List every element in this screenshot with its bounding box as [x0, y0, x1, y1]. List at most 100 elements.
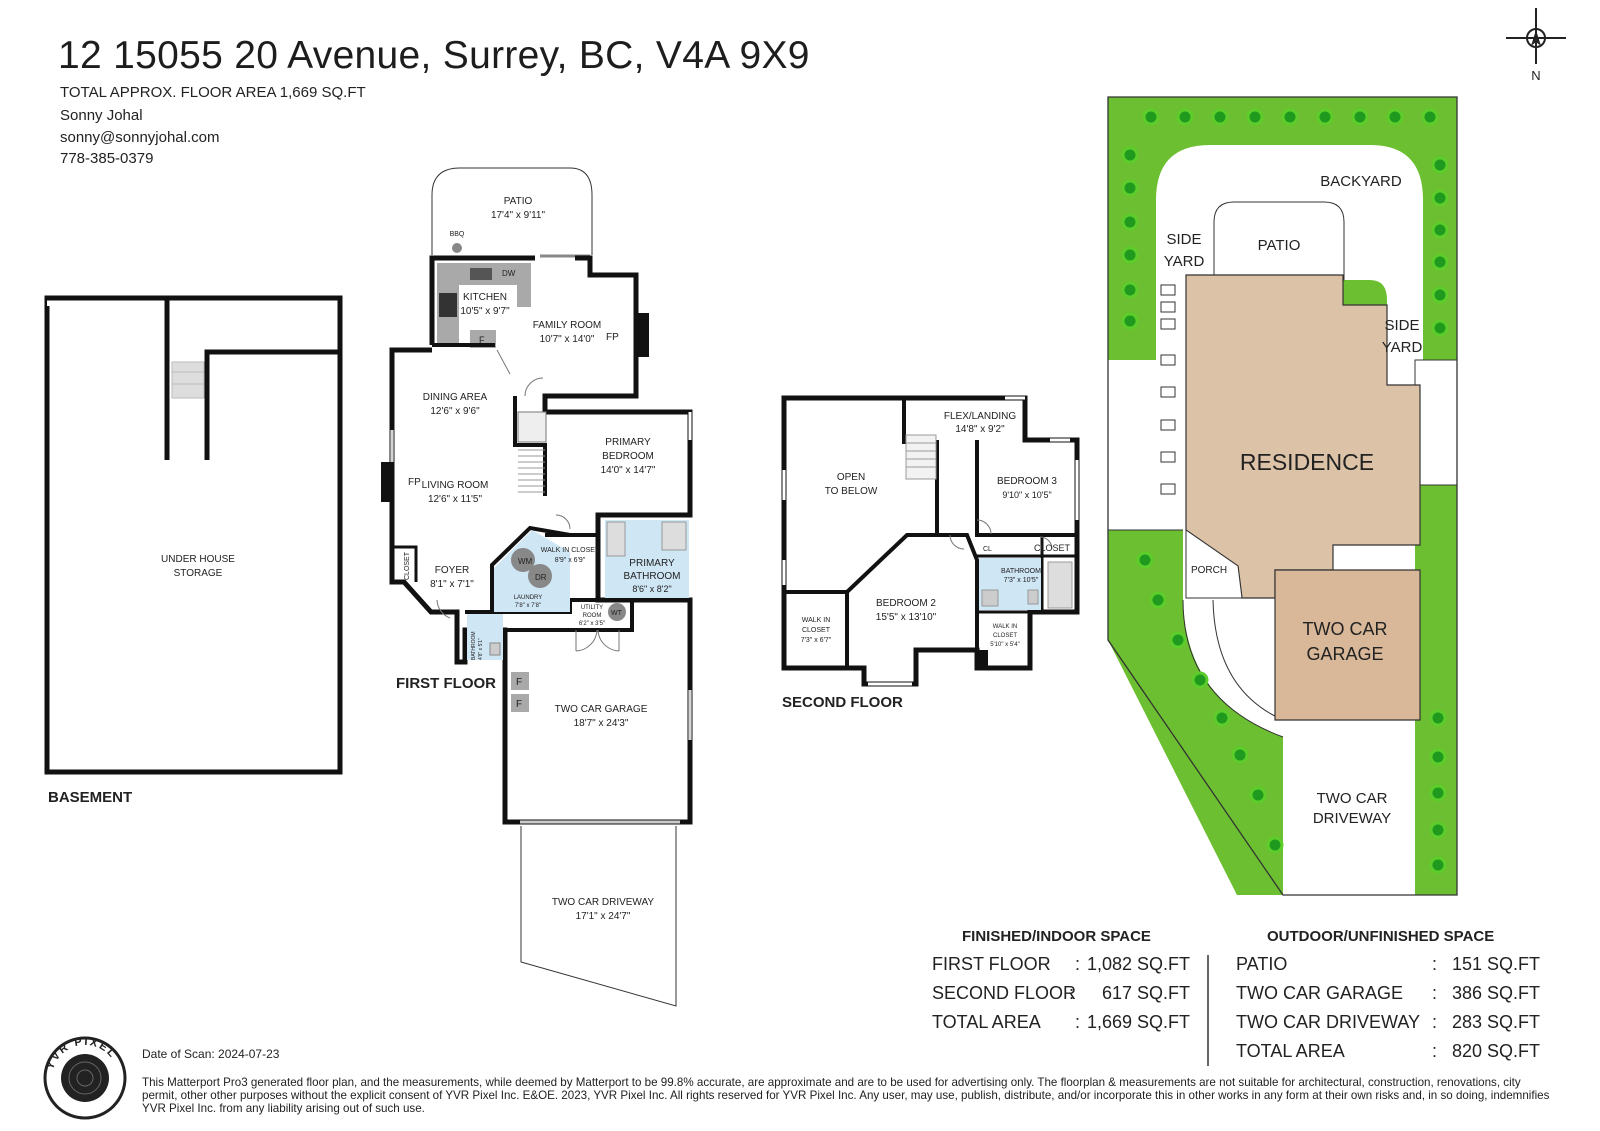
tree-icon	[1169, 631, 1187, 649]
walk-in-left-dims: 7'3" x 6'7"	[801, 637, 832, 644]
tree-icon	[1121, 312, 1139, 330]
finished-row-sep: :	[1075, 954, 1081, 974]
tree-icon	[1231, 746, 1249, 764]
outdoor-row-sep: :	[1432, 983, 1438, 1003]
date-of-scan: Date of Scan: 2024-07-23	[142, 1047, 280, 1061]
primary-bedroom-dims: 14'0" x 14'7"	[601, 465, 656, 476]
finished-space-heading: FINISHED/INDOOR SPACE	[962, 928, 1151, 945]
freezer-1-label: F	[516, 677, 522, 688]
tree-icon	[1211, 108, 1229, 126]
walk-in-closet-name: WALK IN CLOSET	[541, 547, 600, 554]
patio-dims: 17'4" x 9'11"	[491, 210, 546, 221]
utility-dims: 6'2" x 3'5"	[579, 621, 605, 627]
outdoor-row-value: 151 SQ.FT	[1452, 954, 1541, 974]
patio-name: PATIO	[504, 196, 533, 207]
freezer-icon-2	[511, 694, 529, 712]
open-below-name2: TO BELOW	[825, 486, 878, 497]
dr-label: DR	[535, 573, 547, 582]
toilet-icon	[489, 642, 501, 656]
side-yard-right-line2: YARD	[1382, 339, 1423, 356]
dw-label: DW	[502, 269, 516, 278]
tree-icon	[1351, 108, 1369, 126]
closet-label: CLOSET	[404, 551, 411, 580]
primary-bath-dims: 8'6" x 8'2"	[632, 584, 671, 594]
laundry-name: LAUNDRY	[514, 595, 543, 601]
tree-icon	[1431, 221, 1449, 239]
site-patio-label: PATIO	[1258, 237, 1301, 254]
tree-icon	[1213, 709, 1231, 727]
garage-shape	[1274, 569, 1421, 721]
walk-in-right-name: WALK IN	[993, 624, 1017, 630]
wt-label: WT	[611, 610, 623, 617]
driveway-dims: 17'1" x 24'7"	[576, 911, 631, 922]
site-driveway-line2: DRIVEWAY	[1313, 810, 1391, 827]
outdoor-row-sep: :	[1432, 1041, 1438, 1061]
fp-living-label: FP	[408, 477, 421, 488]
bathroom-name: BATHROOM	[471, 631, 477, 660]
sink-icon-2	[981, 589, 999, 607]
foyer-dims: 8'1" x 7'1"	[430, 579, 474, 590]
walk-in-closet-dims: 8'9" x 6'9"	[555, 557, 586, 564]
tree-icon	[1429, 821, 1447, 839]
family-room-name: FAMILY ROOM	[533, 320, 602, 331]
tree-icon	[1429, 784, 1447, 802]
kitchen-dims: 10'5" x 9'7"	[460, 306, 510, 317]
tree-icon	[1429, 748, 1447, 766]
primary-bath-name: PRIMARY	[629, 558, 675, 569]
walk-in-left-name2: CLOSET	[802, 627, 831, 634]
driveway-name: TWO CAR DRIVEWAY	[552, 897, 655, 908]
water-tank-icon	[608, 603, 626, 621]
address-title: 12 15055 20 Avenue, Surrey, BC, V4A 9X9	[58, 34, 810, 77]
residence-label: RESIDENCE	[1240, 449, 1374, 475]
bedroom2-dims: 15'5" x 13'10"	[876, 612, 937, 623]
outdoor-row-label: TOTAL AREA	[1236, 1041, 1345, 1061]
outdoor-row-value: 820 SQ.FT	[1452, 1041, 1541, 1061]
outdoor-row-value: 283 SQ.FT	[1452, 1012, 1541, 1032]
tree-icon	[1431, 319, 1449, 337]
laundry-dims: 7'8" x 7'8"	[515, 603, 541, 609]
finished-row-label: TOTAL AREA	[932, 1012, 1041, 1032]
basement-room-line1: UNDER HOUSE	[161, 554, 235, 565]
tree-icon	[1266, 836, 1284, 854]
family-room-dims: 10'7" x 14'0"	[540, 334, 595, 345]
site-plan: BACKYARD SIDE YARD SIDE YARD PATIO RESID…	[1107, 96, 1458, 896]
finished-row-label: FIRST FLOOR	[932, 954, 1051, 974]
bathroom-dims: 4'8" x 5'1"	[478, 638, 484, 660]
tree-icon	[1149, 591, 1167, 609]
side-yard-right-line1: SIDE	[1384, 317, 1419, 334]
agent-phone: 778-385-0379	[60, 150, 154, 167]
tree-icon	[1431, 189, 1449, 207]
tree-icon	[1121, 281, 1139, 299]
finished-row-value: 1,669 SQ.FT	[1087, 1012, 1191, 1032]
utility-name2: ROOM	[583, 613, 602, 619]
second-floor-plan: OPEN TO BELOW FLEX/LANDING 14'8" x 9'2" …	[781, 395, 1080, 711]
second-bathroom-name: BATHROOM	[1001, 568, 1041, 575]
outdoor-row-label: TWO CAR GARAGE	[1236, 983, 1404, 1003]
tree-icon	[1142, 108, 1160, 126]
finished-row-sep: :	[1075, 1012, 1081, 1032]
fp-family-label: FP	[606, 332, 619, 343]
bedroom3-dims: 9'10" x 10'5"	[1002, 490, 1051, 500]
living-name: LIVING ROOM	[422, 480, 489, 491]
compass-label: N	[1531, 68, 1540, 83]
tree-icon	[1421, 108, 1439, 126]
side-yard-left-line1: SIDE	[1166, 231, 1201, 248]
tree-icon	[1136, 551, 1154, 569]
tree-icon	[1249, 786, 1267, 804]
fireplace-family-icon	[636, 313, 649, 357]
bbq-icon	[452, 243, 462, 253]
walk-in-left-name: WALK IN	[802, 617, 831, 624]
sink-icon	[470, 268, 492, 280]
dining-name: DINING AREA	[423, 392, 488, 403]
kitchen-name: KITCHEN	[463, 292, 507, 303]
primary-bedroom-name: PRIMARY	[605, 437, 651, 448]
shower-icon	[606, 521, 626, 557]
finished-row-value: 617 SQ.FT	[1102, 983, 1191, 1003]
basement-plan: UNDER HOUSE STORAGE BASEMENT	[44, 295, 343, 806]
bedroom3-name: BEDROOM 3	[997, 476, 1057, 487]
cl-label: CL	[983, 546, 992, 553]
bedroom3-closet-label: CLOSET	[1034, 543, 1071, 553]
garage-dims: 18'7" x 24'3"	[574, 718, 629, 729]
finished-row-value: 1,082 SQ.FT	[1087, 954, 1191, 974]
open-below-name: OPEN	[837, 472, 865, 483]
